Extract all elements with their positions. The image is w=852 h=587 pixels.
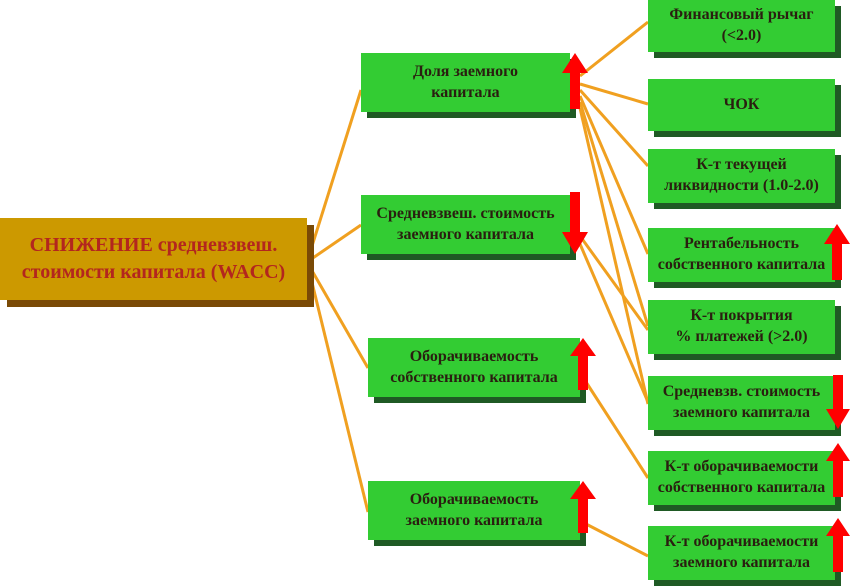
- decrease-arrow-icon: [562, 192, 588, 254]
- connector-debt-turnover-to-ratio: [585, 522, 649, 558]
- node-weighted-debt-cost-line-2: заемного капитала: [673, 404, 810, 421]
- node-equity-turnover-line-1: Оборачиваемость: [409, 347, 539, 365]
- node-equity-turnover: Оборачиваемость собственного капитала: [368, 338, 580, 397]
- node-weighted-debt-cost-line-1: Средневзв. стоимость: [662, 383, 821, 401]
- node-equity-turnover-ratio: К-т оборачиваемости собственного капитал…: [648, 451, 835, 505]
- connector-root-to-equity-turnover: [305, 261, 370, 369]
- root-node-line-2: стоимости капитала (WACC): [21, 261, 286, 283]
- node-debt-cost-line-1: Средневзвеш. стоимость: [376, 204, 555, 222]
- node-debt-turnover-ratio-line-2: заемного капитала: [673, 554, 810, 571]
- node-interest-coverage: К-т покрытия % платежей (>2.0): [648, 300, 835, 354]
- connector-root-to-debt-cost: [306, 223, 362, 264]
- node-debt-turnover-line-1: Оборачиваемость: [409, 490, 539, 508]
- increase-arrow-icon: [824, 224, 850, 280]
- node-debt-turnover-ratio: К-т оборачиваемости заемного капитала: [648, 526, 835, 580]
- connector-root-to-debt-turnover: [305, 261, 370, 513]
- connector-equity-turnover-to-ratio: [584, 381, 650, 479]
- node-debt-cost-line-2: заемного капитала: [397, 225, 534, 243]
- node-current-liquidity-line-2: ликвидности (1.0-2.0): [664, 177, 819, 194]
- connector-share-to-leverage: [579, 20, 649, 78]
- connector-cost-to-wacd: [578, 243, 650, 403]
- increase-arrow-icon: [562, 53, 588, 109]
- node-interest-coverage-line-2: % платежей (>2.0): [675, 328, 808, 345]
- root-node-wacc-reduction: СНИЖЕНИЕ средневзвеш. стоимости капитала…: [0, 218, 307, 300]
- node-equity-turnover-line-2: собственного капитала: [390, 368, 558, 386]
- node-chok-line-1: ЧОК: [723, 95, 760, 113]
- connector-cost-to-coverage: [578, 235, 650, 331]
- root-node-line-1: СНИЖЕНИЕ средневзвеш.: [29, 234, 278, 256]
- connector-share-to-liquidity: [578, 88, 650, 168]
- node-equity-turnover-ratio-line-1: К-т оборачиваемости: [664, 458, 819, 476]
- node-financial-leverage: Финансовый рычаг (<2.0): [648, 0, 835, 52]
- node-return-on-equity-line-2: собственного капитала: [657, 256, 826, 273]
- node-interest-coverage-line-1: К-т покрытия: [690, 307, 793, 325]
- node-debt-turnover-ratio-line-1: К-т оборачиваемости: [664, 533, 819, 551]
- node-debt-cost: Средневзвеш. стоимость заемного капитала: [361, 195, 570, 254]
- connector-share-to-coverage: [578, 101, 650, 327]
- node-debt-turnover-line-2: заемного капитала: [405, 511, 543, 529]
- node-financial-leverage-line-1: Финансовый рычаг: [669, 6, 814, 24]
- node-financial-leverage-line-2: (<2.0): [721, 27, 762, 44]
- node-debt-share-line-1: Доля заемного: [413, 62, 518, 80]
- connector-root-to-share-debt: [305, 89, 363, 263]
- node-current-liquidity: К-т текущей ликвидности (1.0-2.0): [648, 149, 835, 203]
- connector-share-to-chok: [579, 82, 649, 106]
- decrease-arrow-icon: [826, 375, 850, 429]
- node-current-liquidity-line-1: К-т текущей: [696, 156, 787, 174]
- node-equity-turnover-ratio-line-2: собственного капитала: [657, 479, 826, 496]
- connector-share-to-roe: [578, 95, 650, 255]
- increase-arrow-icon: [570, 338, 596, 390]
- node-return-on-equity-line-1: Рентабельность: [684, 235, 799, 253]
- increase-arrow-icon: [826, 518, 850, 572]
- increase-arrow-icon: [826, 443, 850, 497]
- connector-share-to-wacd: [578, 107, 650, 405]
- node-return-on-equity: Рентабельность собственного капитала: [648, 228, 835, 282]
- increase-arrow-icon: [570, 481, 596, 533]
- node-weighted-debt-cost: Средневзв. стоимость заемного капитала: [648, 376, 835, 430]
- node-debt-share: Доля заемного капитала: [361, 53, 570, 112]
- node-chok: ЧОК: [648, 79, 835, 131]
- node-debt-share-line-2: капитала: [431, 83, 500, 101]
- node-debt-turnover: Оборачиваемость заемного капитала: [368, 481, 580, 540]
